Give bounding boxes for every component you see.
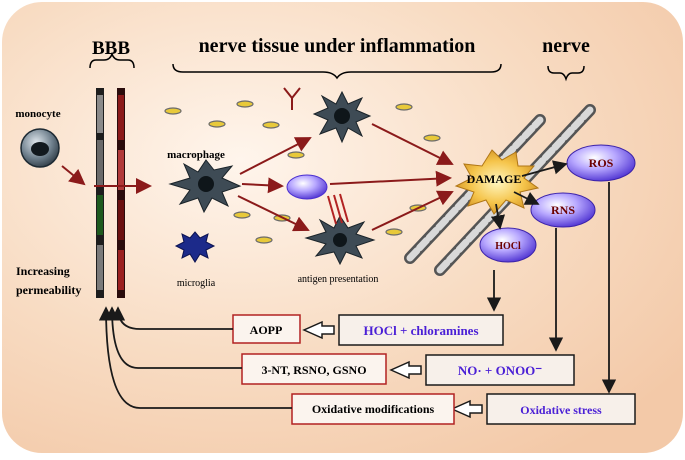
label-antigen-presentation: antigen presentation: [298, 274, 379, 285]
antigen-link: [327, 193, 349, 225]
label-hocl: HOCl: [495, 241, 521, 252]
box-oxidative-stress: [486, 393, 636, 425]
label-increasing: Increasing: [16, 264, 70, 278]
text-hocl-chloramines: HOCl + chloramines: [363, 323, 478, 338]
arrow-top-damage: [371, 123, 454, 165]
text-no-onoo: NO· + ONOO⁻: [458, 363, 542, 378]
hollow-arrow-aopp: [302, 320, 335, 340]
arrow-monocyte-bbb: [61, 165, 86, 186]
text-oxidative-stress: Oxidative stress: [520, 403, 602, 417]
oval-rns: [530, 192, 596, 228]
box-nitro: [241, 353, 387, 385]
header-nerve: nerve: [542, 35, 590, 57]
bbb-brace: [89, 51, 135, 69]
hollow-arrow-nitro: [389, 360, 422, 380]
monocyte-cell: [20, 128, 60, 168]
arrow-lymph-damage: [329, 170, 452, 187]
arrow-mac-lymph: [241, 177, 284, 194]
microglia-cell: [174, 231, 216, 263]
label-ros: ROS: [589, 156, 614, 170]
label-rns: RNS: [551, 203, 575, 217]
nerve-brace: [547, 65, 585, 82]
arrow-mac-top: [239, 137, 312, 175]
feedback-arrow-oxmod: [98, 306, 292, 409]
label-permeability: permeability: [16, 283, 81, 297]
lymphocyte-cell: [286, 174, 328, 200]
bbb-barrier: [96, 88, 125, 298]
box-hocl-chloramines: [338, 314, 504, 346]
antibody-icon: [283, 87, 301, 110]
top-cell-nucleus: [334, 108, 350, 124]
text-aopp: AOPP: [250, 323, 283, 337]
arrow-damage-rns: [513, 191, 540, 205]
damage-burst: [454, 149, 540, 215]
apc-nucleus: [333, 233, 347, 247]
arrow-damage-hocl: [490, 203, 506, 230]
label-microglia: microglia: [177, 278, 216, 289]
arrow-mac-apc: [237, 195, 310, 232]
text-nitro: 3-NT, RSNO, GSNO: [261, 363, 366, 377]
cytokine-particles: [164, 100, 441, 244]
tissue-brace: [172, 63, 502, 80]
label-monocyte: monocyte: [15, 108, 60, 120]
box-aopp: [232, 314, 301, 344]
hollow-arrow-oxmod: [450, 399, 483, 419]
label-macrophage: macrophage: [167, 149, 225, 161]
label-damage: DAMAGE: [467, 172, 522, 186]
macrophage-nucleus: [198, 176, 214, 192]
text-oxidative-mod: Oxidative modifications: [312, 402, 435, 416]
header-tissue: nerve tissue under inflammation: [199, 35, 476, 57]
box-oxidative-mod: [291, 393, 455, 425]
oval-hocl: [479, 227, 537, 263]
arrow-damage-ros: [521, 160, 568, 177]
box-no-onoo: [425, 354, 575, 386]
arrow-apc-damage: [371, 190, 454, 231]
header-bbb: BBB: [92, 38, 130, 59]
